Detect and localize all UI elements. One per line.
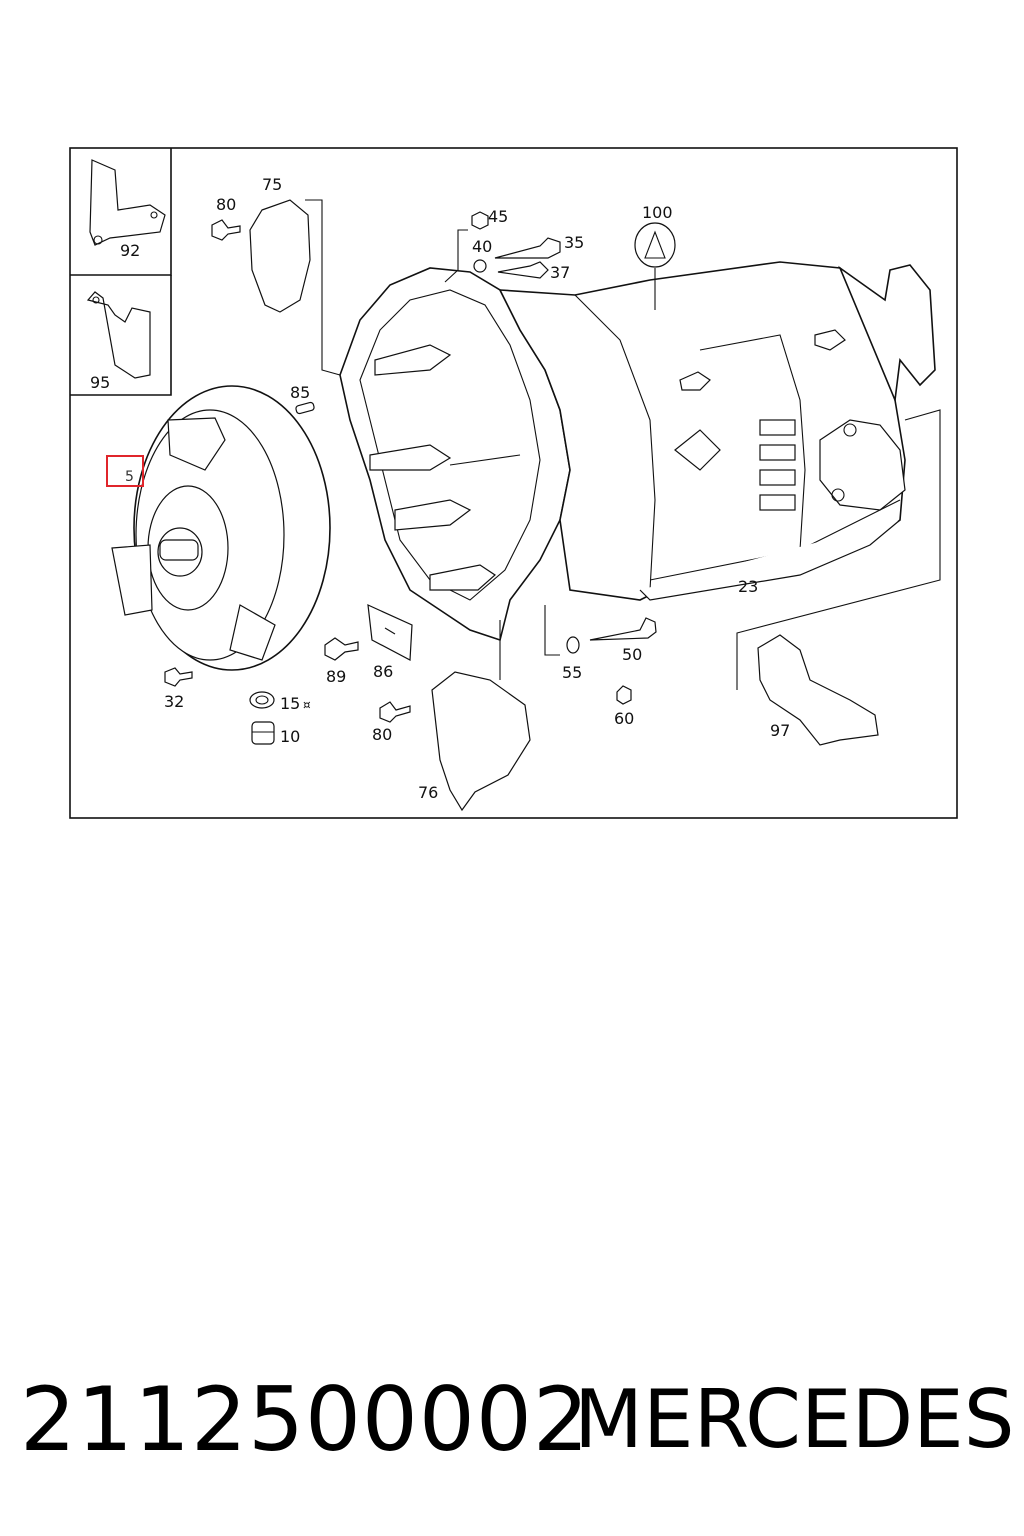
washer-55 [544, 605, 580, 656]
callout-95: 95 [90, 373, 110, 392]
part-number: 2112500002 [20, 1368, 590, 1471]
callout-92: 92 [120, 241, 140, 260]
callout-100: 100 [642, 203, 673, 222]
cover-76 [431, 620, 531, 812]
callout-80-bottom: 80 [372, 725, 392, 744]
mount-97 [736, 409, 941, 746]
plug-10 [251, 721, 275, 745]
nut-60 [616, 685, 632, 705]
callout-75: 75 [262, 175, 282, 194]
bolt-group-45 [444, 211, 561, 283]
callout-32: 32 [164, 692, 184, 711]
bolt-32 [164, 667, 193, 687]
cover-plate-75 [249, 199, 311, 313]
highlight-box-5 [106, 455, 144, 487]
callout-50: 50 [622, 645, 642, 664]
bolt-50 [589, 617, 657, 641]
callout-85: 85 [290, 383, 310, 402]
torque-converter-5 [111, 385, 331, 671]
plate-86 [367, 604, 413, 661]
pin-85 [295, 401, 315, 415]
callout-76: 76 [418, 783, 438, 802]
callout-40: 40 [472, 237, 492, 256]
callout-37: 37 [550, 263, 570, 282]
bolt-80-bottom [379, 701, 411, 723]
marker-icon: ¤ [303, 698, 311, 712]
bolt-89 [324, 637, 359, 661]
callout-45: 45 [488, 207, 508, 226]
transmission-housing [339, 261, 936, 642]
callout-55: 55 [562, 663, 582, 682]
callout-5: 5 [125, 469, 134, 485]
bolt-80-top [211, 219, 241, 241]
callout-60: 60 [614, 709, 634, 728]
footer: 2112500002 MERCEDES [0, 1360, 1024, 1480]
callout-35: 35 [564, 233, 584, 252]
bracket-95 [86, 291, 151, 379]
callout-23: 23 [738, 577, 758, 596]
bracket-92 [89, 159, 166, 246]
diagram-frame [69, 147, 958, 819]
callout-97: 97 [770, 721, 790, 740]
inset-box-95 [70, 275, 172, 396]
callout-86: 86 [373, 662, 393, 681]
callout-80-top: 80 [216, 195, 236, 214]
vent-100 [634, 222, 676, 310]
callout-15: 15 [280, 694, 300, 713]
brand-name: MERCEDES [574, 1373, 1015, 1466]
callout-10: 10 [280, 727, 300, 746]
seal-15 [249, 691, 275, 709]
callout-89: 89 [326, 667, 346, 686]
